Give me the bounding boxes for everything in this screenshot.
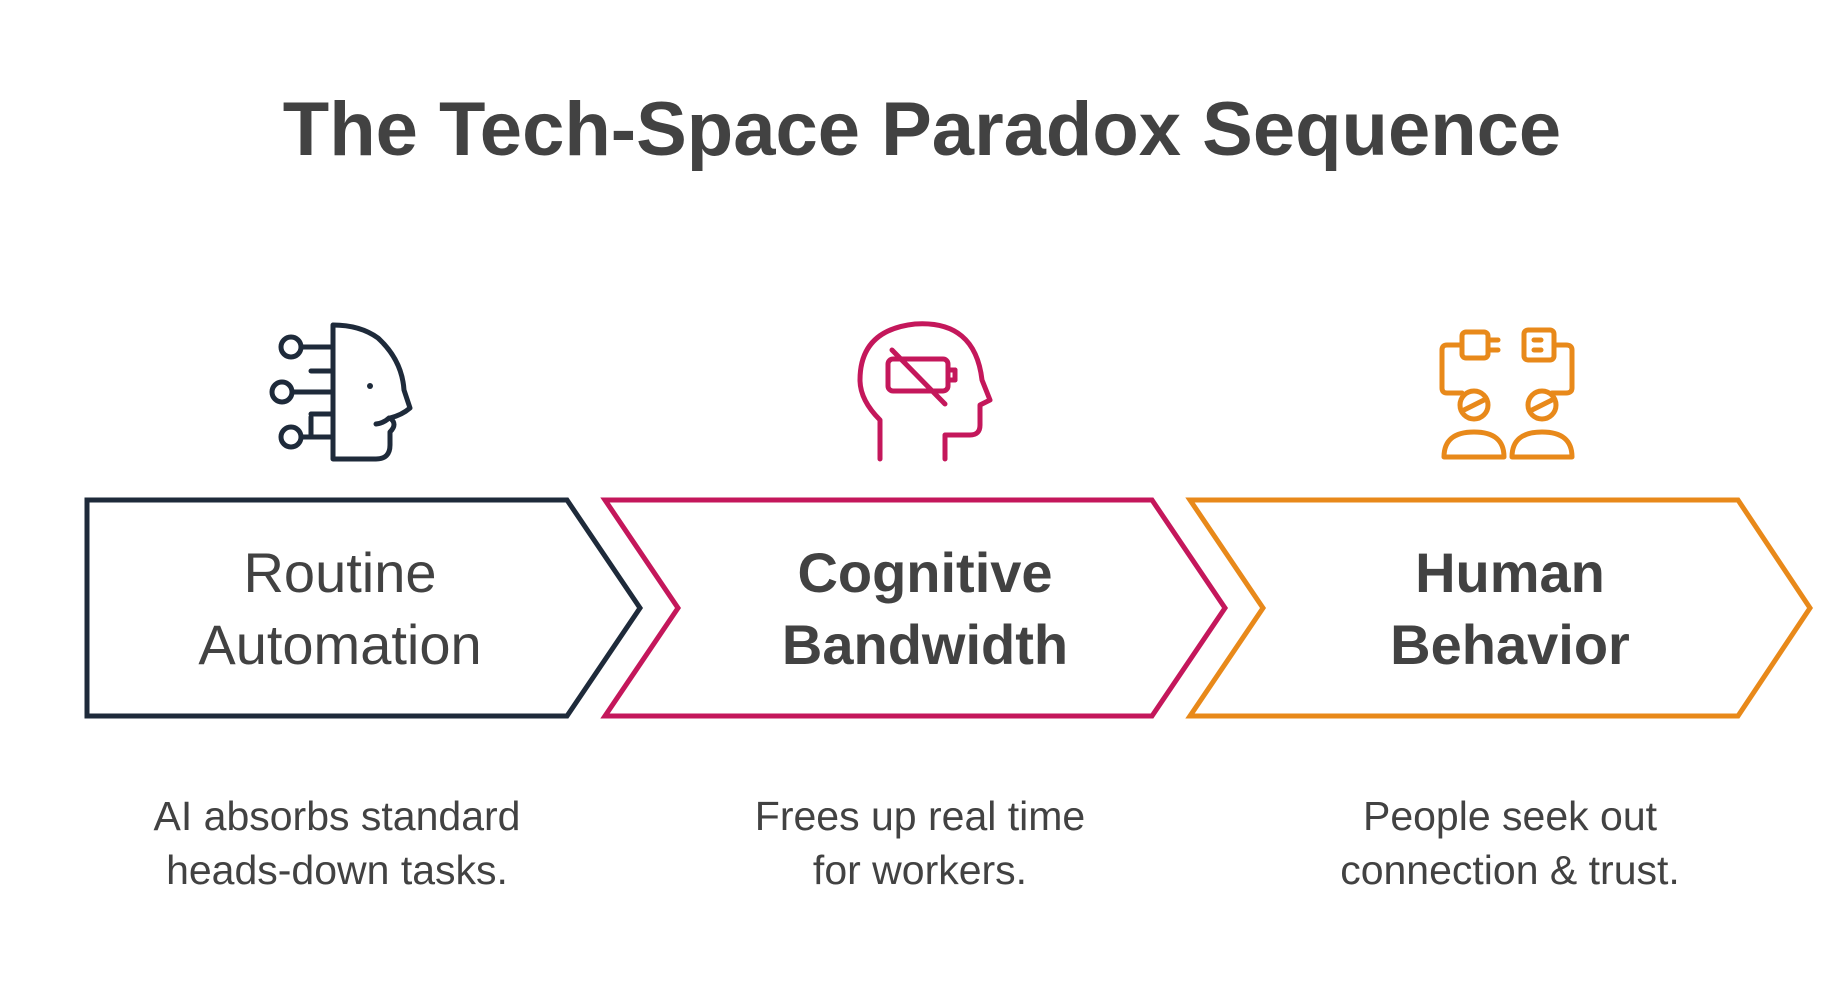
step-3-desc-line1: People seek out [1363, 793, 1658, 839]
step-2-label-line2: Bandwidth [782, 613, 1068, 676]
step-human-behavior: Human Behavior People seek out connectio… [1185, 327, 1814, 893]
people-connection-icon [1439, 327, 1575, 460]
step-2-desc-line1: Frees up real time [755, 793, 1085, 839]
step-3-label-line2: Behavior [1390, 613, 1630, 676]
head-battery-off-icon [857, 321, 993, 462]
step-1-label-line2: Automation [198, 613, 481, 676]
step-2-label-line1: Cognitive [797, 541, 1052, 604]
step-1-chevron [84, 497, 644, 719]
step-2-desc-line2: for workers. [813, 847, 1027, 893]
ai-head-circuit-icon [269, 322, 413, 462]
diagram-title: The Tech-Space Paradox Sequence [283, 87, 1561, 172]
step-1-desc-line1: AI absorbs standard [154, 793, 521, 839]
step-2-chevron [600, 497, 1229, 719]
step-routine-automation: Routine Automation AI absorbs standard h… [84, 322, 644, 893]
step-cognitive-bandwidth: Cognitive Bandwidth Frees up real time f… [600, 321, 1229, 893]
step-3-chevron [1185, 497, 1814, 719]
step-1-label-line1: Routine [243, 541, 436, 604]
step-1-desc-line2: heads-down tasks. [166, 847, 508, 893]
step-3-label-line1: Human [1415, 541, 1605, 604]
step-3-desc-line2: connection & trust. [1340, 847, 1680, 893]
